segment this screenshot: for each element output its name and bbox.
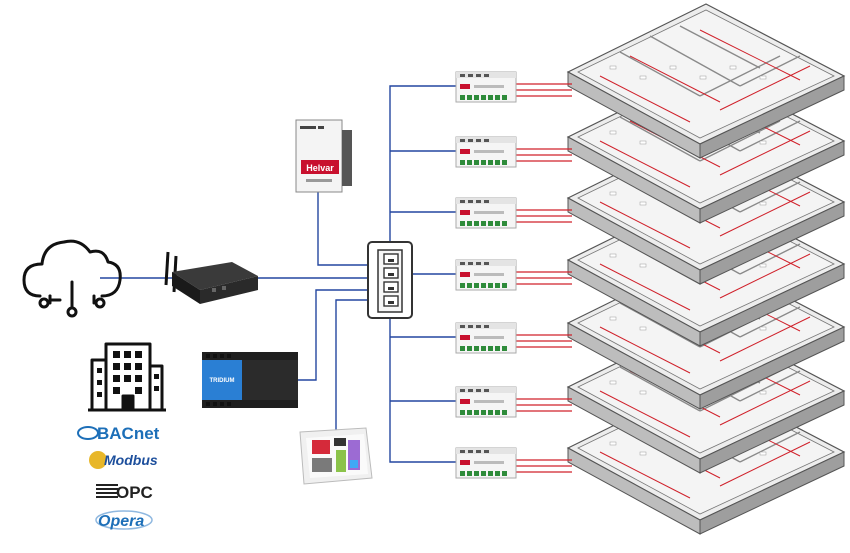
floor-router-unit bbox=[455, 322, 517, 354]
helvar-brand-label: Helvar bbox=[306, 163, 334, 173]
floor-router-unit bbox=[455, 136, 517, 168]
floor-router-unit bbox=[455, 71, 517, 103]
floor-router-unit bbox=[455, 386, 517, 418]
building-stack bbox=[566, 3, 846, 535]
touch-panel-icon bbox=[299, 427, 373, 485]
building-floor bbox=[566, 3, 846, 159]
office-building-icon bbox=[88, 342, 166, 412]
protocol-label-bacnet: BACnet bbox=[97, 424, 160, 443]
modbus-logo: Modbus bbox=[89, 451, 158, 469]
dali-lines bbox=[516, 83, 572, 473]
protocol-label-modbus: Modbus bbox=[104, 452, 158, 468]
opera-logo: Opera bbox=[95, 510, 153, 530]
opc-logo: OPC bbox=[96, 483, 153, 502]
network-switch: network-switch-icon bbox=[0, 0, 413, 319]
protocol-logos: BACnet Modbus OPC Opera bbox=[77, 424, 160, 530]
floor-routers bbox=[455, 71, 517, 479]
bacnet-logo: BACnet bbox=[77, 424, 160, 443]
floor-router-unit bbox=[455, 259, 517, 291]
protocol-label-opera: Opera bbox=[98, 513, 144, 530]
helvar-controller: Helvar bbox=[295, 119, 352, 193]
cloud-network-icon bbox=[22, 239, 122, 318]
protocol-label-opc: OPC bbox=[116, 483, 153, 502]
floor-router-unit bbox=[455, 197, 517, 229]
network-switch-icon: network-switch-icon bbox=[0, 0, 10, 1]
router-icon bbox=[164, 251, 258, 304]
floor-router-unit bbox=[455, 447, 517, 479]
bms-brand-label: TRIDIUM bbox=[210, 378, 235, 384]
bms-controller-icon: TRIDIUM bbox=[202, 352, 298, 408]
